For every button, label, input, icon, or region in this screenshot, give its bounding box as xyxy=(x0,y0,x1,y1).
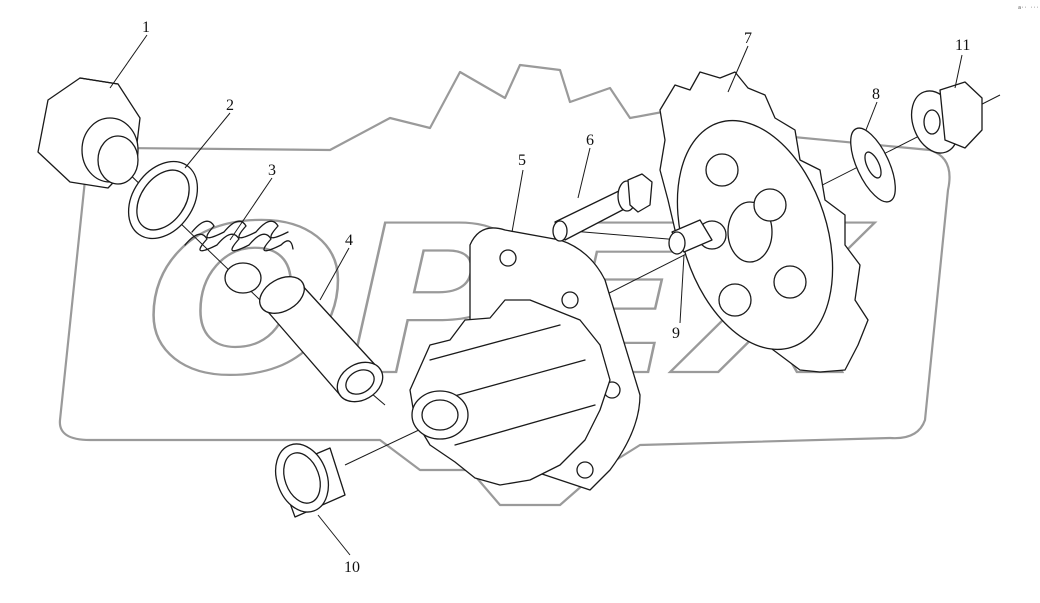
leader-lines xyxy=(109,34,963,556)
pin-end xyxy=(668,231,686,255)
callout-10: 10 xyxy=(344,559,360,576)
part-2-sealing-washer xyxy=(127,160,199,240)
leader-6 xyxy=(577,147,591,199)
callout-5: 5 xyxy=(518,152,526,169)
callout-2: 2 xyxy=(226,97,234,114)
leader-9 xyxy=(679,254,685,324)
leader-1 xyxy=(109,34,148,89)
part-6-bolt xyxy=(552,173,653,242)
pump-shaft-bore xyxy=(421,399,459,431)
spring-coils xyxy=(191,220,289,239)
sleeve-bore xyxy=(345,369,375,395)
leader-3 xyxy=(229,177,273,241)
nut-hex xyxy=(939,81,983,149)
gear-tooth-line-3 xyxy=(454,404,596,446)
gear-tooth-line-2 xyxy=(439,359,586,401)
pump-gear-body xyxy=(409,299,611,486)
part-4-valve-sleeve xyxy=(259,276,384,403)
callout-9: 9 xyxy=(672,325,680,342)
bolt-head xyxy=(627,173,653,213)
washer8-inner xyxy=(864,151,882,179)
hex-edge xyxy=(79,77,119,85)
leader-11 xyxy=(954,54,963,89)
leader-8 xyxy=(865,101,878,131)
part-3-spring xyxy=(184,220,294,294)
gear-tooth-line-1 xyxy=(429,324,561,361)
sleeve-top xyxy=(259,276,305,314)
callout-11: 11 xyxy=(955,37,970,54)
spring-coils-2 xyxy=(184,233,294,252)
part-9-dowel-pin xyxy=(668,219,713,255)
part-8-flat-washer xyxy=(850,127,896,203)
housing-hole-4 xyxy=(576,461,594,479)
bushing-bore xyxy=(283,452,321,504)
bolt-tip xyxy=(552,220,568,242)
callout-6: 6 xyxy=(586,132,594,149)
housing-hole-1 xyxy=(499,249,517,267)
leader-10 xyxy=(317,514,351,556)
part-5-pump-housing xyxy=(409,227,641,491)
part-11-flange-nut xyxy=(910,81,983,154)
gear-hole-3 xyxy=(773,265,807,299)
part-1-plug-nut xyxy=(37,77,141,189)
leader-7 xyxy=(727,45,749,93)
corner-mark: a·· ··· xyxy=(1018,5,1039,11)
gear-hole-2 xyxy=(753,188,787,222)
nut-bore xyxy=(923,109,941,135)
leader-2 xyxy=(184,112,231,169)
washer-inner xyxy=(136,169,190,231)
part-7-drive-gear xyxy=(659,71,869,373)
gear-hole-1 xyxy=(705,153,739,187)
spring-end xyxy=(224,262,262,294)
callout-4: 4 xyxy=(345,232,353,249)
gear-hole-4 xyxy=(718,283,752,317)
plug-end xyxy=(97,135,139,185)
leader-4 xyxy=(319,247,350,301)
part-10-bushing xyxy=(274,443,346,518)
callout-7: 7 xyxy=(744,30,752,47)
callout-8: 8 xyxy=(872,86,880,103)
callout-1: 1 xyxy=(142,19,150,36)
callout-labels: 1 2 3 4 5 6 7 8 9 10 11 xyxy=(142,19,970,576)
callout-3: 3 xyxy=(268,162,276,179)
housing-hole-2 xyxy=(561,291,579,309)
leader-5 xyxy=(511,169,524,233)
